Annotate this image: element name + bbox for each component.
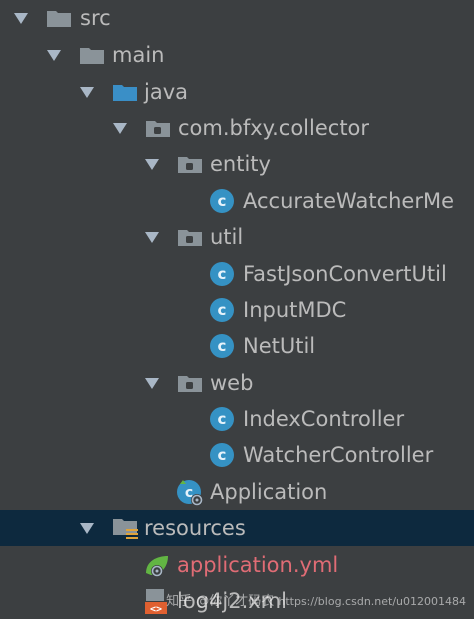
tree-label-package: com.bfxy.collector xyxy=(178,116,370,140)
tree-node-application[interactable]: c Application xyxy=(0,474,474,510)
package-icon xyxy=(178,157,202,173)
tree-node-java[interactable]: java xyxy=(0,74,474,110)
folder-icon xyxy=(47,11,71,27)
tree-node-util[interactable]: util xyxy=(0,219,474,255)
tree-label-application-yml: application.yml xyxy=(177,553,339,577)
tree-label-src: src xyxy=(80,6,111,30)
tree-node-src[interactable]: src xyxy=(0,0,474,36)
class-icon: c xyxy=(210,334,234,358)
spring-config-file-icon xyxy=(146,556,168,577)
tree-label-web: web xyxy=(210,371,254,395)
tree-node-net-util[interactable]: c NetUtil xyxy=(0,328,474,364)
class-icon: c xyxy=(210,443,234,467)
tree-label-log4j2: log4j2.xml xyxy=(177,589,287,613)
tree-node-watcher-controller[interactable]: c WatcherController xyxy=(0,437,474,473)
expand-arrow-icon[interactable] xyxy=(113,123,127,134)
tree-node-entity[interactable]: entity xyxy=(0,146,474,182)
tree-label-index-controller: IndexController xyxy=(243,407,405,431)
tree-label-java: java xyxy=(144,80,188,104)
tree-node-package[interactable]: com.bfxy.collector xyxy=(0,110,474,146)
tree-node-accurate-watcher[interactable]: c AccurateWatcherMe xyxy=(0,183,474,219)
class-icon: c xyxy=(210,189,234,213)
resources-folder-icon xyxy=(113,519,138,539)
tree-node-fast-json[interactable]: c FastJsonConvertUtil xyxy=(0,256,474,292)
package-icon xyxy=(178,376,202,392)
tree-label-net-util: NetUtil xyxy=(243,334,316,358)
tree-node-application-yml[interactable]: application.yml xyxy=(0,547,474,583)
package-icon xyxy=(146,121,170,137)
expand-arrow-icon[interactable] xyxy=(145,159,159,170)
tree-label-util: util xyxy=(210,225,244,249)
spring-boot-class-icon: c xyxy=(177,480,203,506)
tree-label-main: main xyxy=(112,43,165,67)
class-icon: c xyxy=(210,262,234,286)
class-icon: c xyxy=(210,298,234,322)
tree-label-watcher-controller: WatcherController xyxy=(243,443,434,467)
watermark-url: https://blog.csdn.net/u012001484 xyxy=(278,595,466,608)
tree-node-input-mdc[interactable]: c InputMDC xyxy=(0,292,474,328)
tree-label-fast-json: FastJsonConvertUtil xyxy=(243,262,447,286)
tree-node-index-controller[interactable]: c IndexController xyxy=(0,401,474,437)
tree-label-input-mdc: InputMDC xyxy=(243,298,347,322)
expand-arrow-icon[interactable] xyxy=(145,232,159,243)
expand-arrow-icon[interactable] xyxy=(80,523,94,534)
svg-text:<>: <> xyxy=(150,604,162,615)
xml-file-icon: <> xyxy=(145,589,167,615)
expand-arrow-icon[interactable] xyxy=(47,50,61,61)
tree-node-resources[interactable]: resources xyxy=(0,510,474,546)
svg-text:c: c xyxy=(185,485,193,501)
tree-node-main[interactable]: main xyxy=(0,37,474,73)
expand-arrow-icon[interactable] xyxy=(80,87,94,98)
class-icon: c xyxy=(210,407,234,431)
expand-arrow-icon[interactable] xyxy=(14,13,28,24)
tree-label-entity: entity xyxy=(210,152,271,176)
source-folder-icon xyxy=(113,85,137,101)
tree-label-resources: resources xyxy=(144,516,246,540)
tree-node-web[interactable]: web xyxy=(0,365,474,401)
tree-node-log4j2[interactable]: <> log4j2.xml xyxy=(0,583,474,619)
package-icon xyxy=(178,230,202,246)
tree-label-accurate-watcher: AccurateWatcherMe xyxy=(243,189,455,213)
expand-arrow-icon[interactable] xyxy=(145,378,159,389)
watermark: 知乎 @你丫才码农 https://blog.csdn.net/u0120014… xyxy=(166,590,466,609)
folder-icon xyxy=(80,48,104,64)
watermark-text: 知乎 @你丫才码农 xyxy=(166,594,275,609)
tree-label-application: Application xyxy=(210,480,328,504)
